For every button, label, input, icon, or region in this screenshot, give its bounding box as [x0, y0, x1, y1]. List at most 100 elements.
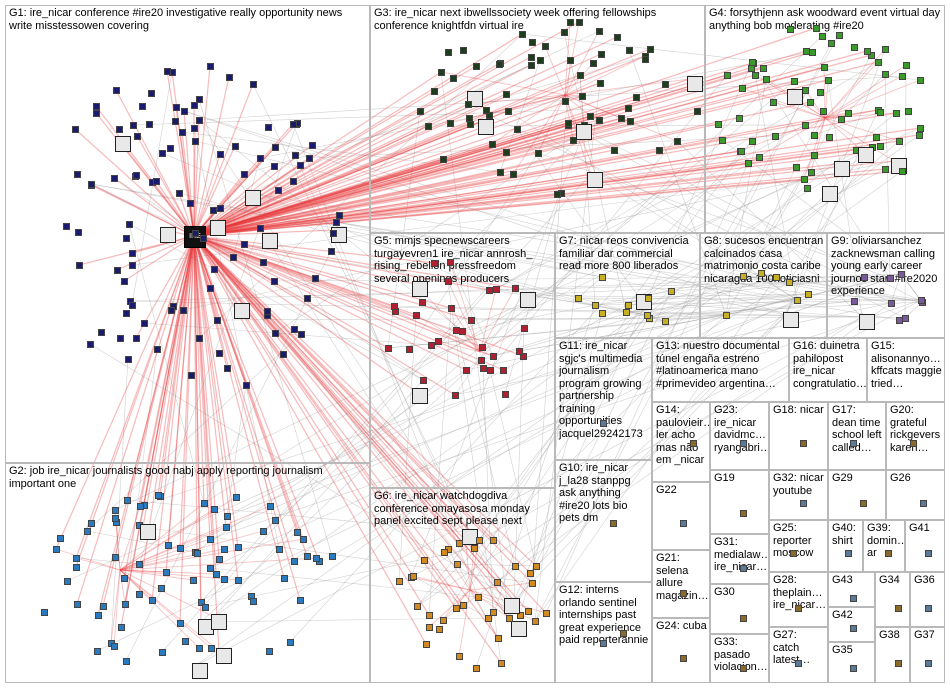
node-g3[interactable]	[596, 117, 603, 124]
node-g5[interactable]	[445, 278, 452, 285]
node-g4[interactable]	[903, 62, 910, 69]
node-g8[interactable]	[805, 291, 812, 298]
node-g2[interactable]	[221, 546, 228, 553]
node-g4[interactable]	[811, 132, 818, 139]
node-g3[interactable]	[662, 81, 669, 88]
node-g1[interactable]	[207, 285, 214, 292]
node-g2[interactable]	[64, 578, 71, 585]
node-g4[interactable]	[836, 32, 843, 39]
node-g2[interactable]	[182, 638, 189, 645]
node-g3[interactable]	[425, 123, 432, 130]
node-g2[interactable]	[207, 536, 214, 543]
node-g1[interactable]	[63, 223, 70, 230]
node-g2[interactable]	[137, 503, 144, 510]
node-g1[interactable]	[76, 262, 83, 269]
node-g6[interactable]	[527, 570, 534, 577]
node-g3[interactable]	[565, 120, 572, 127]
node-g9[interactable]	[902, 315, 909, 322]
node-g2[interactable]	[194, 550, 201, 557]
node-g4[interactable]	[736, 115, 743, 122]
node-g5[interactable]	[478, 357, 485, 364]
node-g2[interactable]	[207, 565, 214, 572]
node-g7[interactable]	[599, 274, 606, 281]
node-g1[interactable]	[298, 331, 305, 338]
node-g6[interactable]	[456, 540, 463, 547]
node-g4[interactable]	[893, 110, 900, 117]
node-small-group[interactable]	[800, 500, 807, 507]
node-g1[interactable]	[211, 266, 218, 273]
node-g6[interactable]	[532, 618, 539, 625]
node-g1[interactable]	[167, 145, 174, 152]
node-small-group[interactable]	[740, 440, 747, 447]
node-g1[interactable]	[192, 138, 199, 145]
node-g2[interactable]	[201, 500, 208, 507]
node-g1[interactable]	[312, 275, 319, 282]
node-g1[interactable]	[207, 63, 214, 70]
node-g1[interactable]	[234, 303, 250, 319]
node-g3[interactable]	[694, 108, 701, 115]
node-g4[interactable]	[899, 168, 906, 175]
node-g2[interactable]	[177, 545, 184, 552]
node-small-group[interactable]	[740, 615, 747, 622]
node-g4[interactable]	[749, 59, 756, 66]
node-g3[interactable]	[576, 124, 592, 140]
node-g4[interactable]	[917, 77, 924, 84]
node-g6[interactable]	[490, 537, 497, 544]
node-g1[interactable]	[214, 317, 221, 324]
node-g1[interactable]	[133, 172, 140, 179]
node-small-group[interactable]	[620, 630, 627, 637]
node-g3[interactable]	[587, 172, 603, 188]
node-g2[interactable]	[73, 555, 80, 562]
node-g1[interactable]	[245, 190, 261, 206]
node-g7[interactable]	[668, 288, 675, 295]
node-g4[interactable]	[864, 48, 871, 55]
node-g1[interactable]	[328, 248, 335, 255]
node-g3[interactable]	[577, 72, 584, 79]
node-g3[interactable]	[597, 80, 604, 87]
node-g8[interactable]	[723, 312, 730, 319]
node-g3[interactable]	[447, 120, 454, 127]
node-g6[interactable]	[490, 609, 497, 616]
node-g3[interactable]	[496, 61, 503, 68]
node-g2[interactable]	[121, 575, 128, 582]
node-g6[interactable]	[525, 608, 532, 615]
node-g3[interactable]	[625, 105, 632, 112]
node-g2[interactable]	[313, 555, 320, 562]
node-g2[interactable]	[213, 571, 220, 578]
node-g1[interactable]	[196, 96, 203, 103]
node-g2[interactable]	[192, 663, 208, 679]
node-g3[interactable]	[626, 47, 633, 54]
node-g3[interactable]	[642, 56, 649, 63]
node-small-group[interactable]	[850, 440, 857, 447]
node-g2[interactable]	[211, 506, 218, 513]
node-g1[interactable]	[250, 81, 257, 88]
node-g1[interactable]	[154, 346, 161, 353]
node-g1[interactable]	[210, 207, 217, 214]
node-g1[interactable]	[146, 121, 153, 128]
node-g1[interactable]	[241, 171, 248, 178]
node-g1[interactable]	[148, 90, 155, 97]
node-g3[interactable]	[489, 141, 496, 148]
node-g9[interactable]	[851, 298, 858, 305]
node-g2[interactable]	[163, 569, 170, 576]
node-g1[interactable]	[160, 227, 176, 243]
node-small-group[interactable]	[895, 660, 902, 667]
node-g6[interactable]	[441, 549, 448, 556]
node-g3[interactable]	[528, 62, 535, 69]
node-g3[interactable]	[576, 19, 583, 26]
node-g2[interactable]	[57, 535, 64, 542]
node-g2[interactable]	[149, 597, 156, 604]
node-g4[interactable]	[787, 26, 794, 33]
node-g3[interactable]	[473, 63, 480, 70]
node-g1[interactable]	[309, 142, 316, 149]
node-g1[interactable]	[330, 230, 337, 237]
node-g1[interactable]	[306, 155, 313, 162]
node-g6[interactable]	[512, 563, 519, 570]
node-g1[interactable]	[87, 341, 94, 348]
node-g2[interactable]	[159, 649, 166, 656]
node-g6[interactable]	[494, 579, 501, 586]
node-g9[interactable]	[861, 274, 868, 281]
node-g1[interactable]	[196, 117, 203, 124]
node-g2[interactable]	[304, 553, 311, 560]
node-g1[interactable]	[216, 350, 223, 357]
